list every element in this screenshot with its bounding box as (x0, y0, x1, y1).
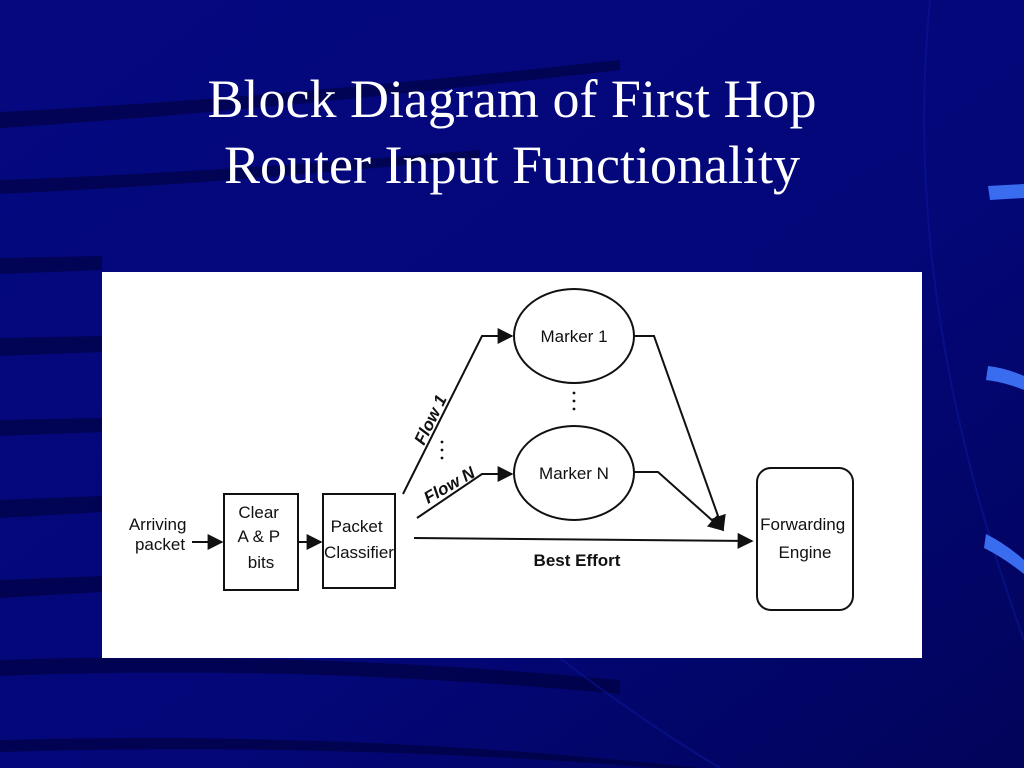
best-effort-path (413, 532, 754, 549)
background-streaks (0, 60, 700, 768)
forwarding-engine-box (756, 467, 854, 611)
arriving-packet-label: Arriving packet (129, 515, 191, 554)
flow-ellipsis (440, 440, 444, 460)
right-edge-tabs (984, 184, 1024, 574)
forwarding-engine-label: Forwarding Engine (760, 515, 850, 562)
flow-1-label: Flow 1 (411, 392, 451, 448)
flow-n-path (416, 466, 514, 519)
flow-n-label: Flow N (421, 463, 479, 508)
clear-ap-bits-label: Clear A & P bits (238, 503, 285, 572)
title-line-2: Router Input Functionality (224, 135, 800, 195)
marker-n-label: Marker N (539, 464, 609, 483)
flow-1-path (402, 328, 514, 495)
arrow-marker-n-to-engine (634, 471, 725, 532)
title-line-1: Block Diagram of First Hop (207, 69, 817, 129)
clear-ap-bits-box (223, 493, 299, 591)
marker-ellipsis (572, 391, 576, 411)
packet-classifier-box (322, 493, 396, 589)
packet-classifier-label: Packet Classifier (324, 517, 394, 562)
block-diagram: Arriving packet Clear A & P bits Packet … (129, 288, 854, 611)
best-effort-label: Best Effort (534, 551, 621, 570)
diagram-panel: Arriving packet Clear A & P bits Packet … (102, 272, 922, 658)
arrow-marker-1-to-engine (634, 335, 726, 532)
marker-1-label: Marker 1 (540, 327, 607, 346)
slide-title: Block Diagram of First Hop Router Input … (0, 66, 1024, 198)
